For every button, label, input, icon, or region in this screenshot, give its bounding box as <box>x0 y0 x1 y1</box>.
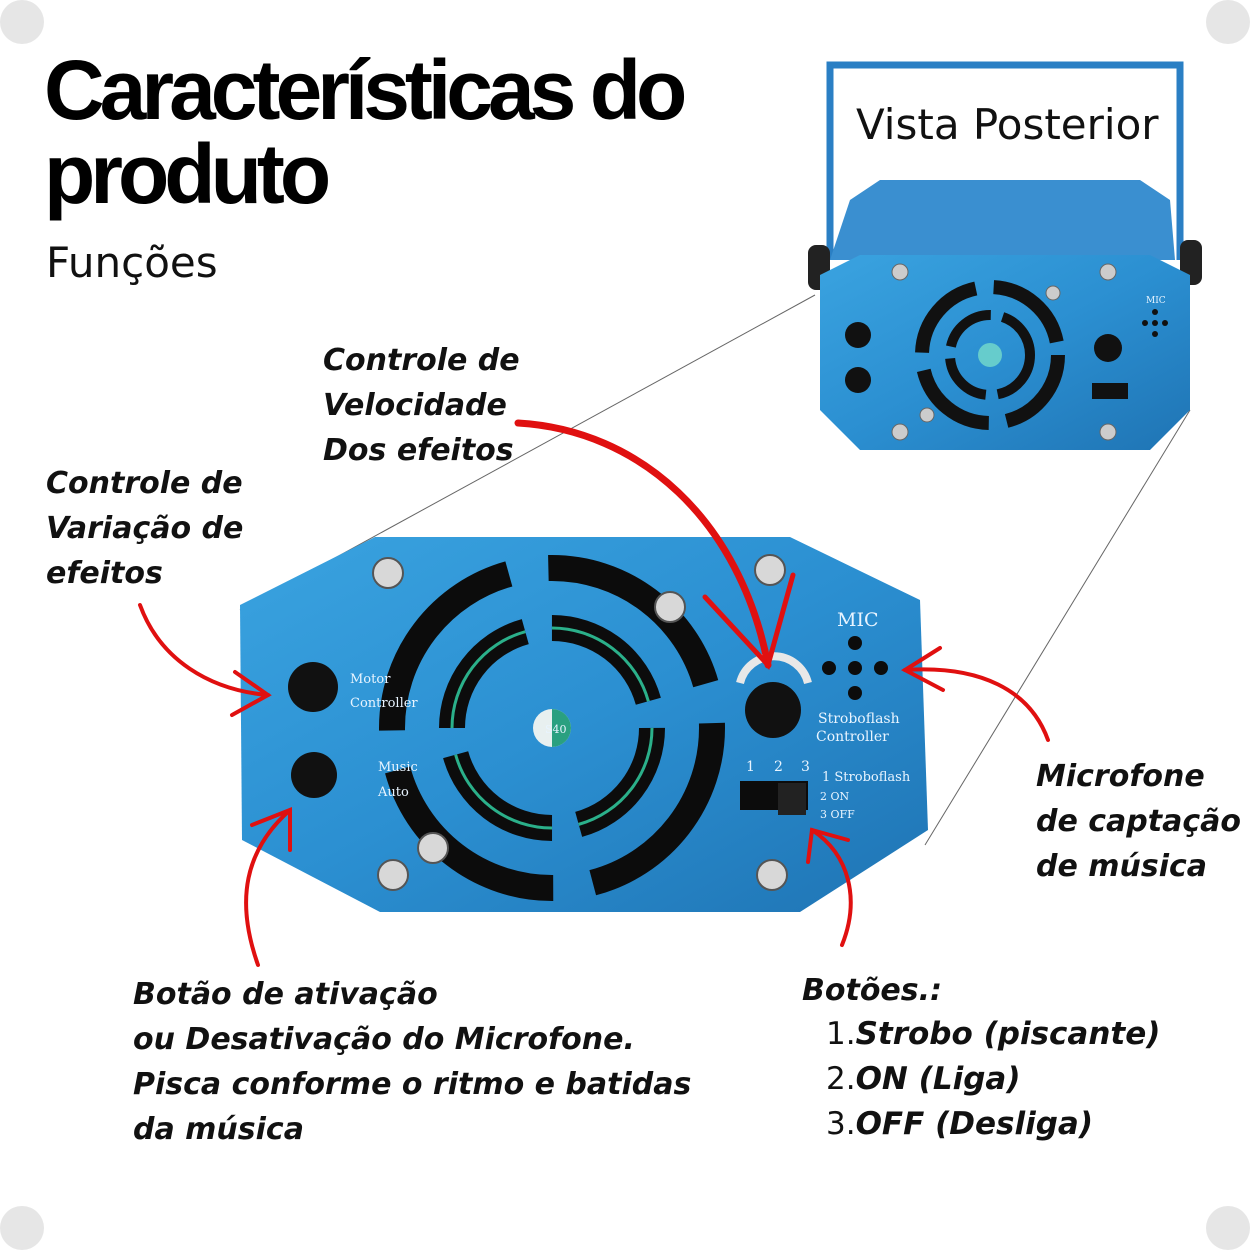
corner-decoration <box>0 1206 44 1250</box>
page-title: Características do produto <box>44 43 687 221</box>
stroboflash-controller-knob[interactable] <box>745 682 801 738</box>
callout-line: da música <box>133 1112 304 1147</box>
mic-label: MIC <box>837 609 879 631</box>
fan-label: S40 <box>545 723 567 736</box>
screws <box>372 554 788 891</box>
callout-microphone: Microfone de captação de música <box>1036 754 1241 889</box>
callout-line: Dos efeitos <box>323 433 514 468</box>
switch-legend: 2 ON <box>820 790 850 803</box>
item-number: 1. <box>826 1016 856 1052</box>
item-text: Strobo (piscante) <box>855 1016 1161 1052</box>
callout-line: ou Desativação do Microfone. <box>133 1022 635 1057</box>
callout-line: Variação de <box>46 511 244 546</box>
strobo-label: Controller <box>816 729 889 745</box>
speed-arrow <box>514 419 772 669</box>
item-text: ON (Liga) <box>855 1061 1021 1097</box>
mic-activation-button[interactable] <box>291 752 337 798</box>
list-item: 2.ON (Liga) <box>826 1057 1160 1102</box>
rear-panel <box>820 255 1190 450</box>
rear-view-label: Vista Posterior <box>856 100 1159 149</box>
motor-controller-knob[interactable] <box>288 662 338 712</box>
corner-decoration <box>1206 1206 1250 1250</box>
item-text: OFF (Desliga) <box>855 1106 1093 1142</box>
buttons-list: 1.Strobo (piscante) 2.ON (Liga) 3.OFF (D… <box>826 1012 1160 1147</box>
callout-variation-control: Controle de Variação de efeitos <box>46 461 243 596</box>
page-subtitle: Funções <box>46 238 218 287</box>
list-item: 3.OFF (Desliga) <box>826 1102 1160 1147</box>
callout-line: efeitos <box>46 556 163 591</box>
callout-line: Controle de <box>46 466 243 501</box>
switch-legend: 3 OFF <box>820 808 855 821</box>
callout-line: Pisca conforme o ritmo e batidas <box>133 1067 692 1102</box>
corner-decoration <box>1206 0 1250 44</box>
switch-legend: 1 Stroboflash <box>822 770 911 785</box>
callout-arrows <box>138 419 1050 967</box>
callout-line: Controle de <box>323 343 520 378</box>
mic-arrow <box>903 667 1050 742</box>
motor-label: Motor <box>350 672 391 687</box>
callout-line: Microfone <box>1036 759 1205 794</box>
callout-line: Botão de ativação <box>133 977 438 1012</box>
buttons-arrow <box>810 828 853 947</box>
motor-label: Controller <box>350 696 418 711</box>
list-item: 1.Strobo (piscante) <box>826 1012 1160 1057</box>
strobo-label: Stroboflash <box>818 711 900 727</box>
switch-position: 3 <box>801 759 810 775</box>
connector-line <box>924 409 1191 846</box>
fan-grille: S40 <box>379 555 725 901</box>
callout-line: de música <box>1036 849 1208 884</box>
callout-speed-control: Controle de Velocidade Dos efeitos <box>323 338 520 473</box>
callout-activation-button: Botão de ativação ou Desativação do Micr… <box>133 972 691 1152</box>
microphone-holes <box>822 636 888 700</box>
activation-arrow <box>244 808 292 967</box>
title-line: produto <box>44 127 331 221</box>
variation-arrow <box>138 603 270 697</box>
callout-buttons-title: Botões.: <box>802 973 943 1008</box>
auto-label: Auto <box>377 785 409 800</box>
corner-decoration <box>0 0 44 44</box>
device-panel: S40 Motor Controller Music Auto MIC Stro… <box>240 537 928 912</box>
item-number: 3. <box>826 1106 856 1142</box>
rear-mic-label: MIC <box>1146 296 1166 306</box>
switch-position: 2 <box>774 759 783 775</box>
callout-line: de captação <box>1036 804 1241 839</box>
rear-view-device: MIC <box>808 61 1202 450</box>
item-number: 2. <box>826 1061 856 1097</box>
callout-line: Velocidade <box>323 388 507 423</box>
music-label: Music <box>378 760 418 775</box>
switch-position: 1 <box>746 759 755 775</box>
title-line: Características do <box>44 43 687 137</box>
